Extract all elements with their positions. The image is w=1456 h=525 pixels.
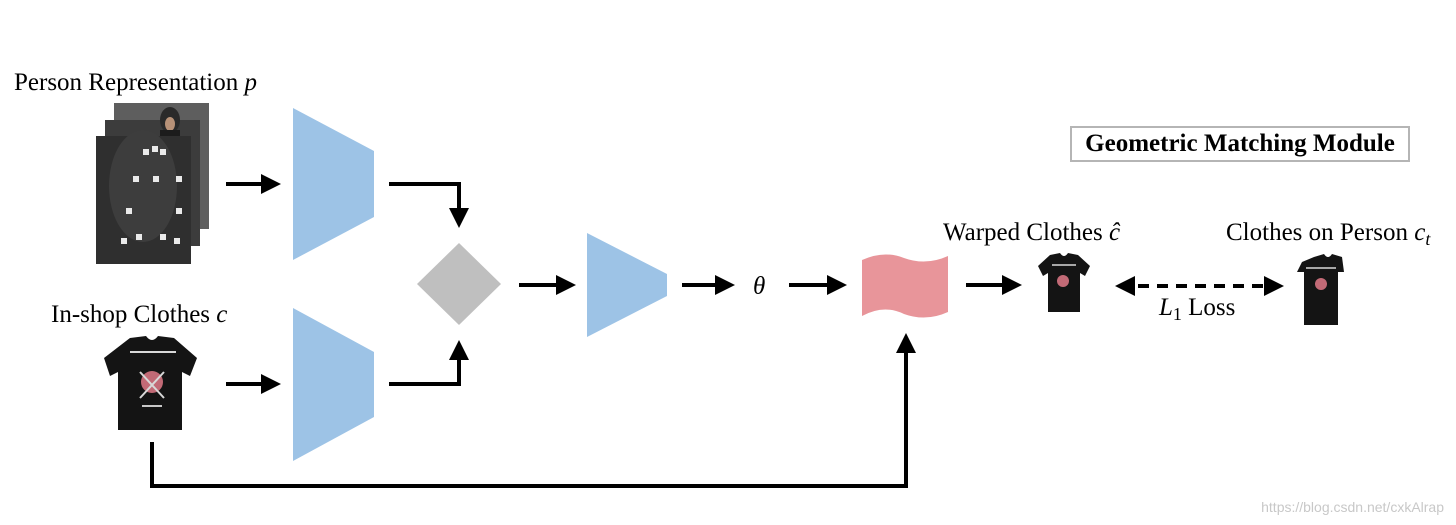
regression-trapezoid [587, 233, 667, 337]
correlation-diamond [417, 243, 501, 325]
arrow-clothes-to-tps [150, 333, 916, 488]
module-title: Geometric Matching Module [1085, 130, 1395, 157]
clothes-on-person-label: Clothes on Person ct [1226, 219, 1430, 248]
inshop-clothes-text: In-shop Clothes [51, 301, 211, 328]
person-representation-label: Person Representation p [14, 70, 257, 95]
arrow-encoder-to-correlation-top [389, 182, 469, 228]
encoder-clothes-trapezoid [293, 308, 374, 461]
inshop-symbol: c [216, 301, 228, 328]
clothes-on-person-symbol: c [1414, 219, 1426, 246]
tps-transformation-shape [862, 254, 948, 318]
person-representation-text: Person Representation [14, 69, 239, 96]
person-tshirt-icon [1297, 254, 1344, 325]
loss-symbol: L [1159, 294, 1173, 321]
inshop-tshirt-icon [104, 336, 197, 430]
theta-label: θ [753, 273, 766, 300]
loss-subscript: 1 [1172, 304, 1182, 324]
face-crop [160, 107, 180, 136]
watermark-text: https://blog.csdn.net/cxkAlrap [1261, 499, 1444, 515]
encoder-person-trapezoid [293, 108, 374, 260]
loss-text: Loss [1188, 294, 1236, 321]
person-symbol: p [244, 69, 258, 96]
arrow-encoder-to-correlation-bottom [389, 340, 469, 386]
warped-tshirt-icon [1038, 253, 1090, 312]
arrows [150, 174, 1284, 488]
person-representation-stack [96, 103, 209, 264]
module-title-box: Geometric Matching Module [1070, 126, 1410, 162]
clothes-on-person-subscript: t [1425, 229, 1431, 249]
inshop-clothes-label: In-shop Clothes c [51, 302, 227, 327]
warped-clothes-label: Warped Clothes ĉ [943, 220, 1120, 245]
warped-clothes-text: Warped Clothes [943, 219, 1103, 246]
clothes-on-person-text: Clothes on Person [1226, 219, 1408, 246]
loss-label: L1 Loss [1159, 294, 1236, 323]
warped-symbol: ĉ [1109, 219, 1121, 246]
